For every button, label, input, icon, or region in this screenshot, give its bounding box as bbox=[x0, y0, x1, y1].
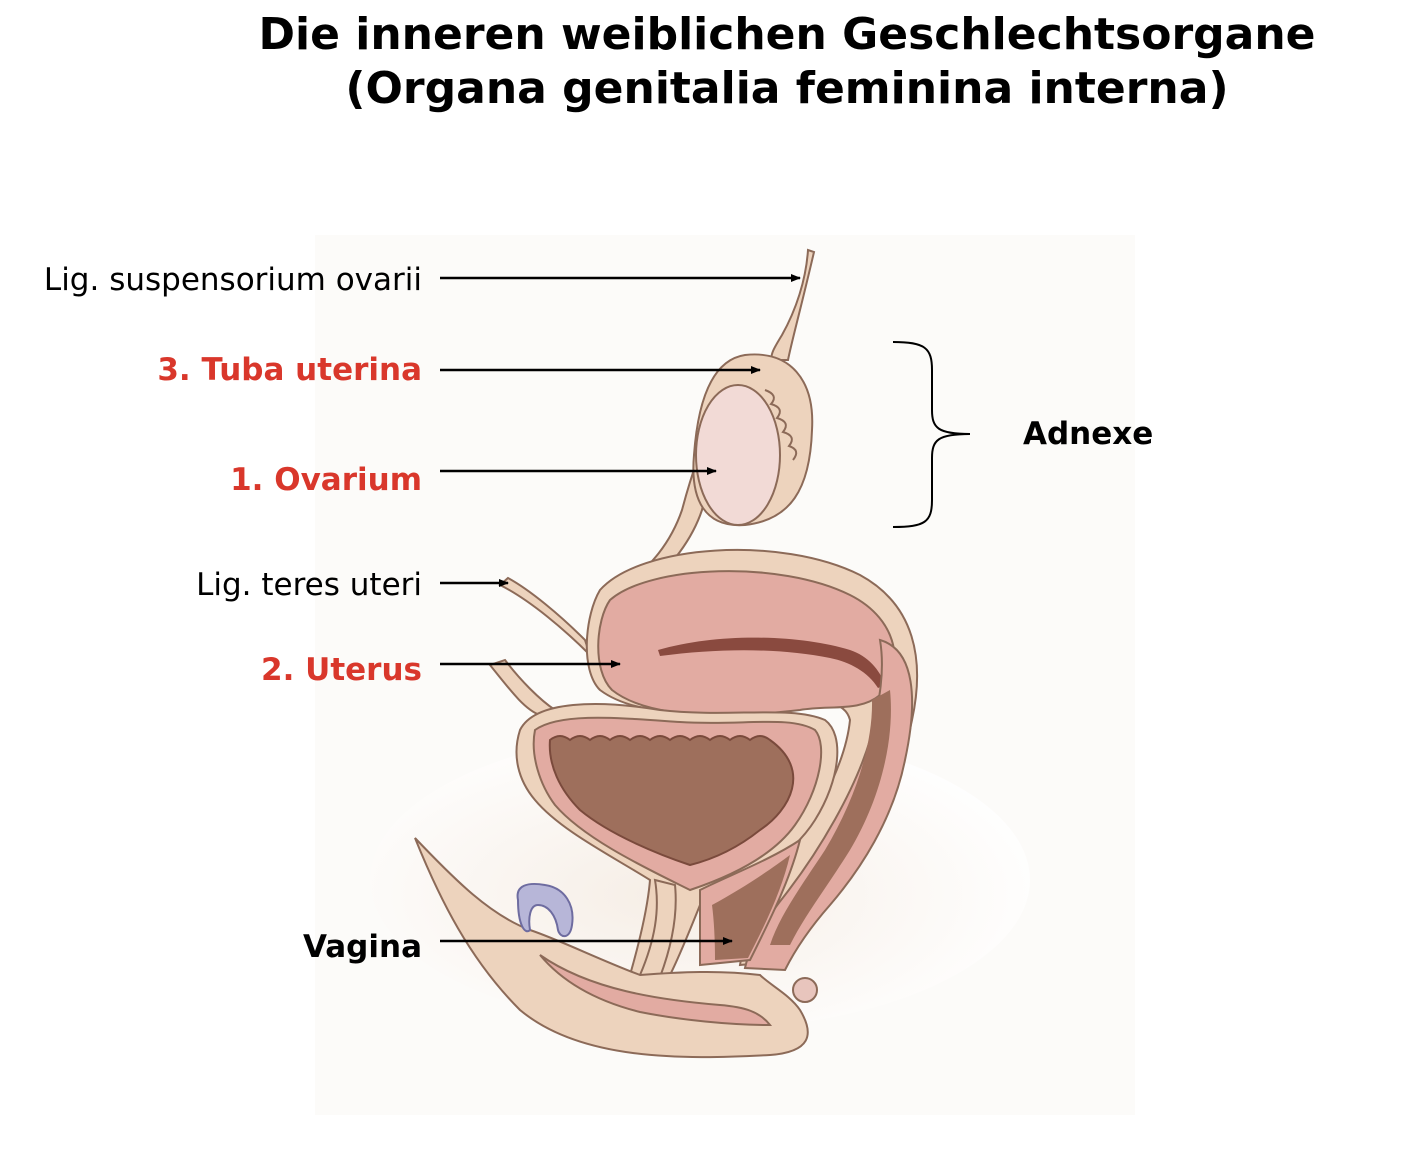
perineum-shape bbox=[414, 837, 809, 1059]
label-adnexe: Adnexe bbox=[1023, 416, 1154, 452]
ovary-shape bbox=[695, 384, 781, 526]
rectum-lumen-shape bbox=[770, 690, 891, 945]
label-lig-suspensorium: Lig. suspensorium ovarii bbox=[43, 262, 422, 298]
title-line-2: (Organa genitalia feminina interna) bbox=[345, 63, 1229, 114]
bladder-lumen-shape bbox=[548, 735, 795, 867]
pubic-bone-shape bbox=[516, 882, 574, 938]
label-lig-teres: Lig. teres uteri bbox=[196, 567, 422, 603]
label-vagina: Vagina bbox=[302, 929, 422, 965]
label-tuba-uterina: 3. Tuba uterina bbox=[157, 352, 422, 388]
title-line-1: Die inneren weiblichen Geschlechtsorgane bbox=[258, 9, 1316, 60]
label-ovarium: 1. Ovarium bbox=[230, 462, 422, 498]
label-uterus: 2. Uterus bbox=[261, 652, 422, 688]
page-title: Die inneren weiblichen Geschlechtsorgane… bbox=[0, 8, 1404, 116]
suspensory-ligament-shape bbox=[770, 248, 816, 361]
uterine-cavity-shape bbox=[658, 637, 885, 688]
fimbriae-shape bbox=[764, 389, 798, 461]
adnexe-bracket bbox=[892, 341, 971, 528]
vagina-lumen-shape bbox=[712, 855, 790, 960]
labia-shape bbox=[539, 954, 773, 1027]
anal-nodule-shape bbox=[792, 977, 818, 1003]
